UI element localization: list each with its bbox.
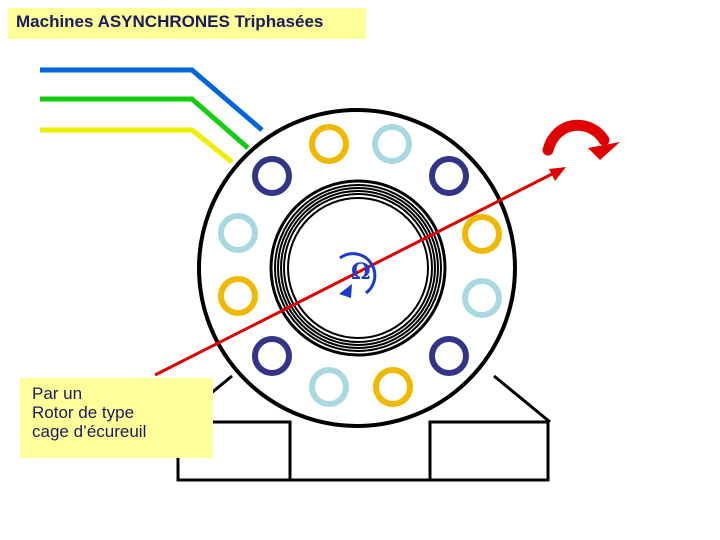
title-text: Machines ASYNCHRONES Triphasées	[16, 12, 324, 31]
motor-base-feet	[176, 420, 550, 482]
stator-coil	[218, 276, 258, 316]
stator-coil	[429, 156, 469, 196]
stator-coil	[252, 156, 292, 196]
phase-wire-blue	[40, 67, 264, 132]
title-label: Machines ASYNCHRONES Triphasées	[8, 8, 366, 39]
stator-coils	[218, 124, 502, 407]
stator-coil	[372, 124, 412, 164]
stator-coil	[309, 367, 349, 407]
rotor-ring	[287, 197, 429, 339]
rotor-ring	[269, 179, 447, 357]
shaft-axis-line	[154, 170, 557, 377]
rotor-ring	[280, 190, 436, 346]
stator-coil	[252, 336, 292, 376]
rotation-direction-arrow-icon	[542, 119, 620, 160]
stator-coil	[373, 367, 413, 407]
stator-coil	[462, 214, 502, 254]
stator-coil	[462, 278, 502, 318]
omega-rotation-arrow-icon	[339, 252, 377, 298]
stator-coil	[309, 124, 349, 164]
phase-wire-green	[40, 96, 250, 150]
rotor-type-caption: Par un Rotor de type cage d’écureuil	[20, 378, 213, 458]
omega-symbol: Ω	[351, 259, 371, 285]
rotor-ring	[283, 193, 433, 343]
rotor-cage	[269, 179, 447, 357]
phase-wire-yellow	[40, 127, 234, 164]
rotor-ring	[277, 187, 439, 349]
stator-coil	[429, 336, 469, 376]
caption-line-2: Rotor de type	[32, 403, 135, 422]
caption-line-1: Par un	[32, 384, 83, 403]
rotor-ring	[274, 184, 442, 352]
stator-coil	[218, 213, 258, 253]
caption-line-3: cage d’écureuil	[32, 422, 147, 441]
shaft-axis-arrowhead	[549, 167, 566, 181]
